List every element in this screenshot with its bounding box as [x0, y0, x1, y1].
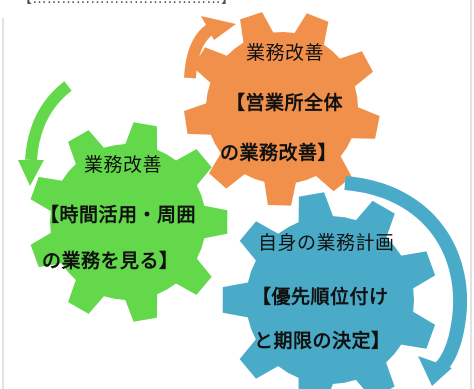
blue-gear-line3: と期限の決定】: [254, 330, 391, 352]
blue-gear-line2: 【優先順位付け: [252, 286, 389, 308]
blue-gear: [222, 192, 436, 389]
orange-gear-title: 業務改善: [246, 42, 325, 64]
orange-gear: [184, 12, 380, 206]
green-arrowhead: [18, 160, 44, 186]
green-gear: [30, 122, 228, 322]
green-gear-line2: 【時間活用・周囲: [40, 204, 197, 226]
blue-gear-title: 自身の業務計画: [258, 232, 395, 254]
green-cycle-arrow: [25, 81, 72, 161]
orange-gear-line2: 【営業所全体: [226, 92, 344, 114]
orange-gear-line3: の業務改善】: [220, 142, 338, 164]
blue-arrowhead: [418, 356, 452, 386]
green-gear-line3: の業務を見る】: [42, 250, 179, 272]
green-gear-title: 業務改善: [84, 154, 163, 176]
top-partial-text: 【…………………………………】: [18, 0, 236, 8]
orange-arrowhead: [201, 16, 236, 40]
blue-cycle-arrow: [344, 176, 468, 373]
